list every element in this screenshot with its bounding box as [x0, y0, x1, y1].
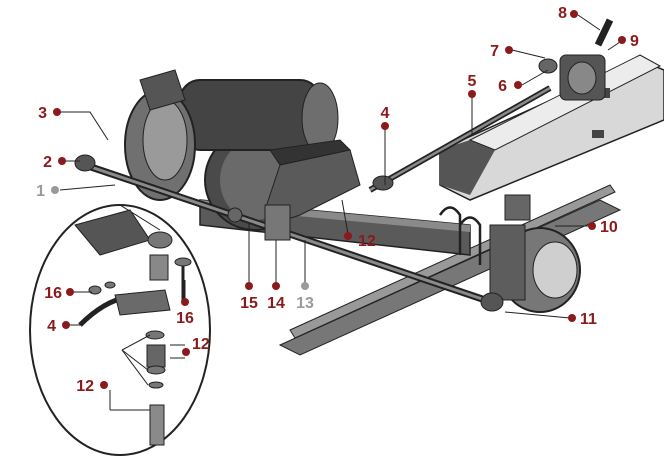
callout-number: 14: [267, 295, 285, 312]
leader-lines: [59, 14, 621, 326]
callout-4: 4: [381, 105, 390, 130]
callout-9: 9: [618, 33, 639, 50]
callout-dot: [514, 81, 522, 89]
callout-12-inset-left: 12: [76, 378, 108, 395]
callout-3: 3: [38, 105, 61, 122]
callout-number: 2: [43, 154, 52, 171]
callout-dot: [588, 222, 596, 230]
callout-2: 2: [43, 154, 66, 171]
callout-16-left: 16: [44, 285, 74, 302]
callout-number: 5: [468, 73, 477, 90]
callout-12-inset-right: 12: [182, 336, 210, 356]
callouts: 1 2 3 4 5 6 7 8: [36, 5, 639, 395]
callout-dot: [182, 348, 190, 356]
callout-dot: [53, 108, 61, 116]
callout-6: 6: [498, 78, 522, 95]
callout-11: 11: [568, 311, 597, 328]
drag-link: [368, 85, 552, 193]
callout-10: 10: [588, 219, 618, 236]
callout-dot: [62, 321, 70, 329]
callout-number: 4: [381, 105, 390, 122]
callout-12: 12: [344, 232, 376, 250]
callout-number: 12: [358, 233, 376, 250]
callout-16-right: 16: [176, 298, 194, 327]
callout-dot: [100, 381, 108, 389]
callout-number: 16: [44, 285, 62, 302]
callout-number: 9: [630, 33, 639, 50]
callout-dot: [344, 232, 352, 240]
callout-number: 3: [38, 105, 47, 122]
callout-dot: [381, 122, 389, 130]
callout-dot: [301, 282, 309, 290]
callout-5: 5: [468, 73, 477, 98]
callout-dot: [618, 36, 626, 44]
callout-14: 14: [267, 282, 285, 312]
callout-dot: [505, 46, 513, 54]
callout-number: 8: [558, 5, 567, 22]
callout-1: 1: [36, 183, 59, 200]
callout-number: 13: [296, 295, 314, 312]
callout-dot: [568, 314, 576, 322]
callout-dot: [66, 288, 74, 296]
callout-number: 12: [192, 336, 210, 353]
steering-gear: [538, 18, 614, 101]
callout-number: 6: [498, 78, 507, 95]
callout-dot: [245, 282, 253, 290]
callout-13: 13: [296, 282, 314, 312]
callout-15: 15: [240, 282, 258, 312]
callout-number: 7: [490, 43, 499, 60]
callout-8: 8: [558, 5, 578, 22]
callout-number: 15: [240, 295, 258, 312]
callout-dot: [468, 90, 476, 98]
callout-number: 12: [76, 378, 94, 395]
callout-number: 10: [600, 219, 618, 236]
callout-4-inset: 4: [47, 318, 70, 335]
callout-dot: [51, 186, 59, 194]
callout-7: 7: [490, 43, 513, 60]
callout-dot: [272, 282, 280, 290]
callout-number: 4: [47, 318, 56, 335]
callout-dot: [181, 298, 189, 306]
bell-crank: [264, 139, 361, 241]
callout-number: 11: [580, 311, 597, 328]
callout-number: 16: [176, 310, 194, 327]
inset-detail: [29, 204, 211, 456]
callout-number: 1: [36, 183, 45, 200]
callout-dot: [570, 10, 578, 18]
callout-dot: [58, 157, 66, 165]
